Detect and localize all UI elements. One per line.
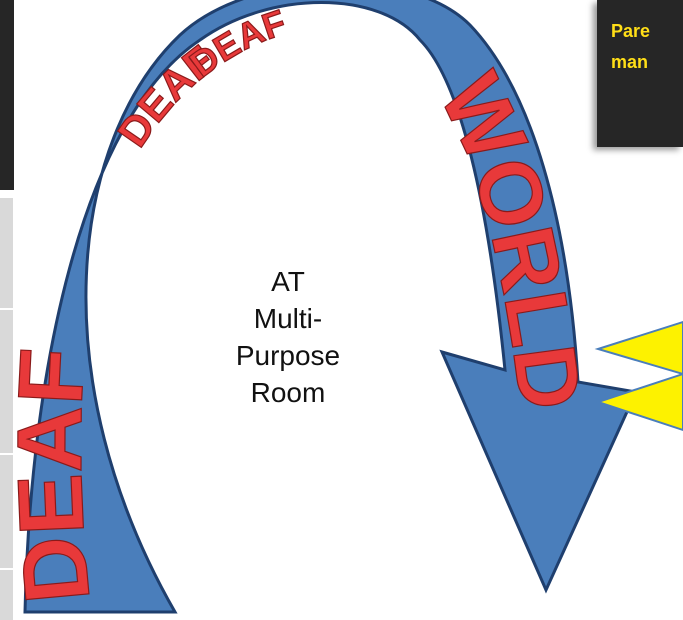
grid-divider — [0, 308, 13, 310]
curved-arrow — [23, 0, 639, 614]
left-grid-strip — [0, 198, 13, 620]
grid-divider — [0, 568, 13, 570]
callout-box — [597, 0, 683, 147]
center-label-line-2: Multi- — [253, 303, 323, 334]
left-dark-panel — [0, 0, 14, 190]
callout-line-2: man — [611, 52, 649, 72]
center-label-line-1: AT — [271, 266, 305, 297]
yellow-pointer-top — [594, 320, 683, 376]
callout-line-1: Pare — [611, 21, 651, 41]
center-label: AT Multi- Purpose Room — [228, 263, 348, 411]
center-label-line-3: Purpose — [235, 340, 341, 371]
yellow-pointer-bottom — [594, 372, 683, 432]
grid-divider — [0, 453, 13, 455]
arch-word-deaf-large: DEAF — [0, 346, 109, 608]
center-label-line-4: Room — [250, 377, 326, 408]
